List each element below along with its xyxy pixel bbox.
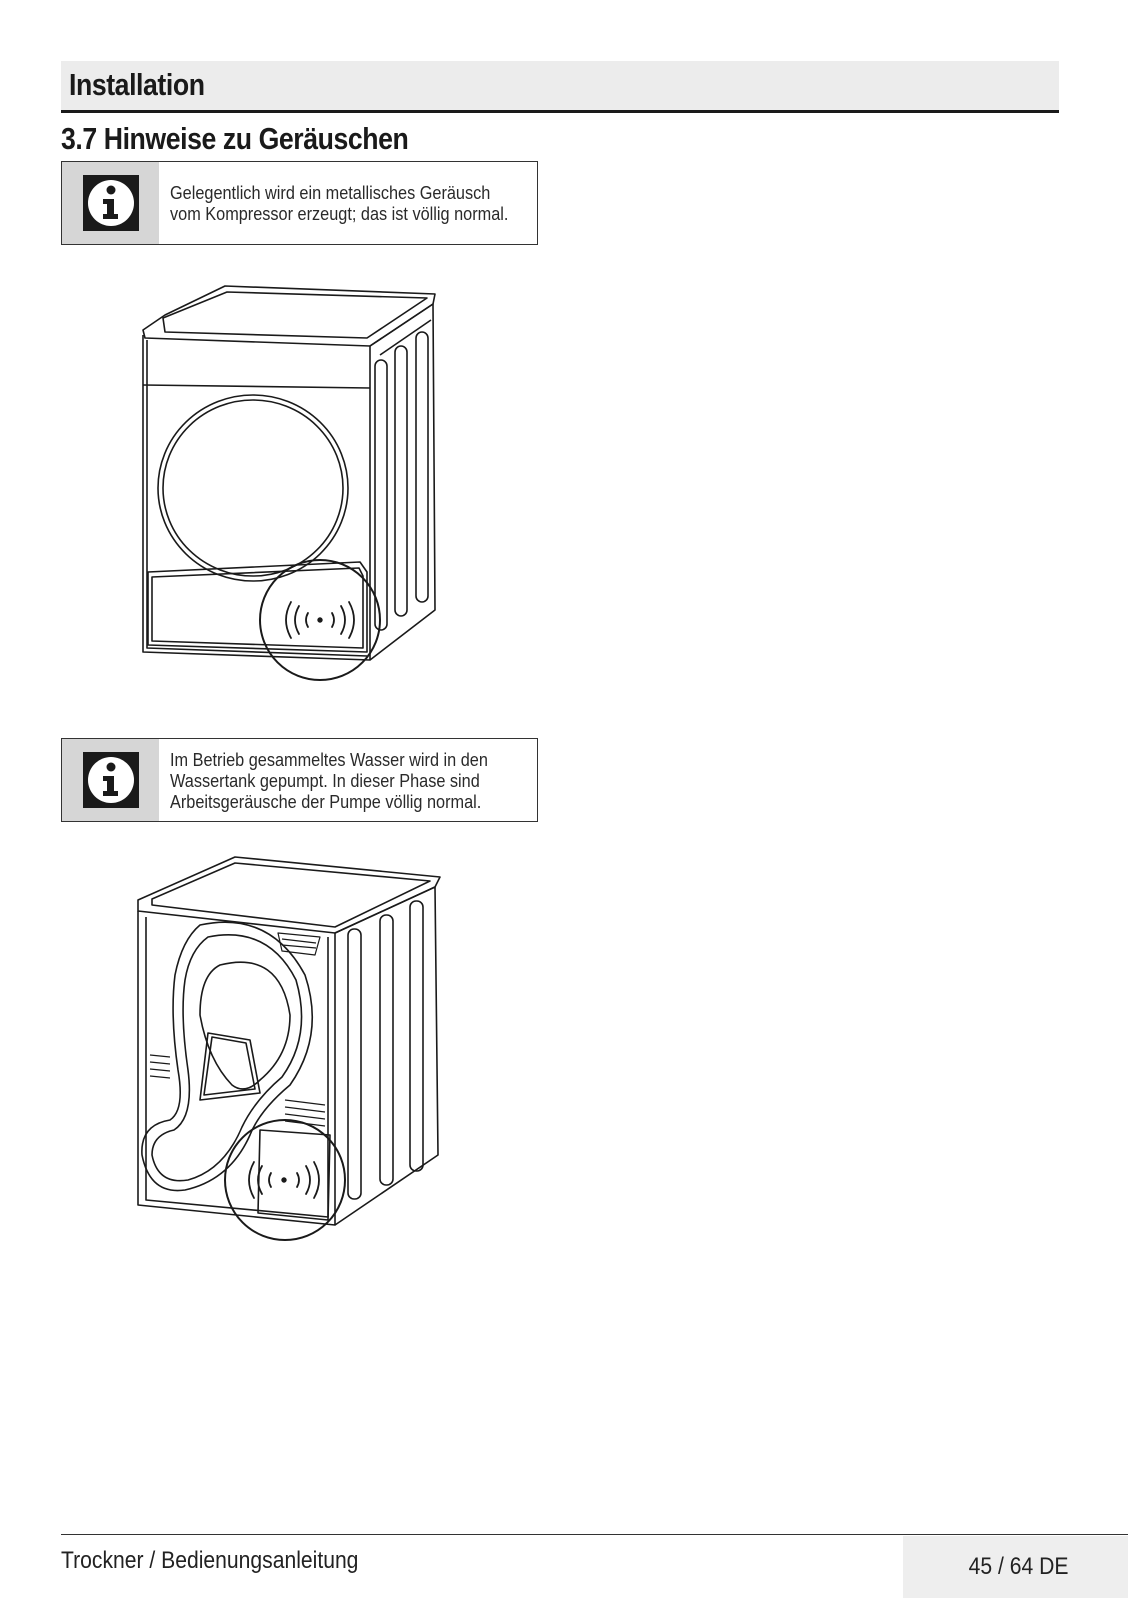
sound-waves-icon [285,601,355,639]
info-icon-cell [62,162,159,244]
footer-manual-title: Trockner / Bedienungsanleitung [61,1547,359,1574]
page-number: 45 / 64 DE [968,1553,1068,1580]
info-icon-cell [62,739,159,821]
info-note-text: Gelegentlich wird ein metallisches Geräu… [170,182,509,224]
info-note-compressor: Gelegentlich wird ein metallisches Geräu… [61,161,538,245]
info-note-text: Im Betrieb gesammeltes Wasser wird in de… [170,749,488,812]
info-icon [82,175,139,231]
section-header: Installation [61,61,1059,113]
info-icon [82,752,139,808]
dryer-rear-illustration [137,856,441,1241]
section-title: Installation [69,67,205,102]
footer-page-box: 45 / 64 DE [903,1536,1128,1598]
sound-waves-icon [248,1161,320,1199]
dryer-front-illustration [142,285,436,681]
footer-divider [61,1534,1128,1535]
subsection-title: 3.7 Hinweise zu Geräuschen [61,121,409,156]
info-note-pump: Im Betrieb gesammeltes Wasser wird in de… [61,738,538,822]
